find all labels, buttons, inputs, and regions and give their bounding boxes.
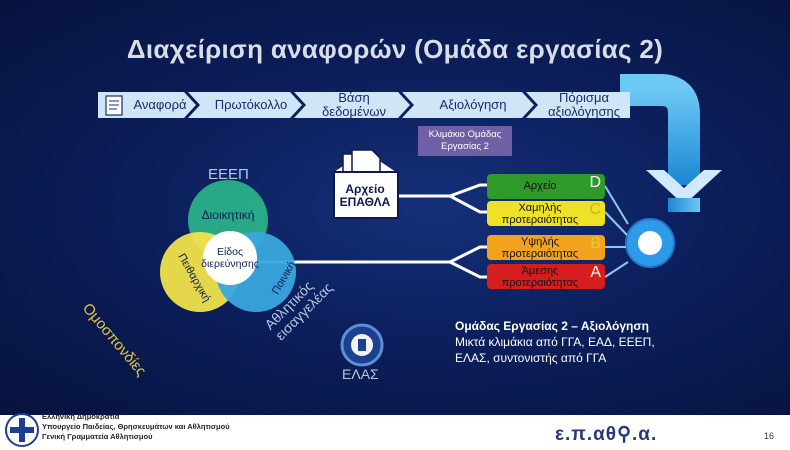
footer-line3: Γενική Γραμματεία Αθλητισμού xyxy=(42,432,153,441)
step-database-line2: δεδομένων xyxy=(322,104,386,119)
pipe-neck xyxy=(668,198,700,212)
priority-a-label: Άμεσης προτεραιότητας xyxy=(501,265,579,289)
venn-diagram xyxy=(160,180,296,312)
process-diagram xyxy=(98,74,722,367)
step-report: Αναφορά xyxy=(130,98,190,112)
police-badge-icon xyxy=(340,323,384,367)
venn-label-administrative: Διοικητική xyxy=(201,208,255,222)
scale-box: Κλιμάκιο Ομάδας Εργασίας 2 xyxy=(418,126,512,156)
step-database: Βάση δεδομένων xyxy=(308,91,400,119)
label-eeep: ΕΕΕΠ xyxy=(208,166,249,183)
priority-b: Υψηλής προτεραιότητας B xyxy=(487,235,605,260)
note-line1: Μικτά κλιμάκια από ΓΓΑ, ΕΑΔ, ΕΕΕΠ, xyxy=(455,335,655,349)
priority-c-letter: C xyxy=(589,201,601,218)
footer-line1: Ελληνική Δημοκρατία xyxy=(42,412,120,421)
chevron-strip xyxy=(98,92,630,118)
note-line2: ΕΛΑΣ, συντονιστής από ΓΓΑ xyxy=(455,351,607,365)
archive-label-line1: Αρχείο xyxy=(345,182,385,196)
priority-c: Χαμηλής προτεραιότητας C xyxy=(487,201,605,226)
step-report-label: Αναφορά xyxy=(133,97,187,112)
priority-d-letter: D xyxy=(589,174,601,191)
document-icon xyxy=(105,95,123,116)
footer-ministry: Ελληνική Δημοκρατία Υπουργείο Παιδείας, … xyxy=(42,412,230,442)
priority-a-letter: A xyxy=(590,264,601,281)
collector-center xyxy=(638,231,662,255)
label-elas: ΕΛΑΣ xyxy=(342,366,379,382)
priority-arrows xyxy=(604,185,629,278)
chevron-step xyxy=(294,92,410,118)
step-finding-line2: αξιολόγησης xyxy=(548,104,620,119)
chevron-step xyxy=(526,92,630,118)
chevron-step xyxy=(402,92,534,118)
archive-label-line2: ΕΠΑΘΛΑ xyxy=(339,195,391,209)
priority-d: Αρχείο D xyxy=(487,174,605,199)
archive-box-icon xyxy=(333,149,399,219)
step-protocol-label: Πρωτόκολλο xyxy=(214,97,288,112)
greek-emblem-icon xyxy=(5,413,39,447)
step-evaluation: Αξιολόγηση xyxy=(418,98,528,112)
footer-line2: Υπουργείο Παιδείας, Θρησκευμάτων και Αθλ… xyxy=(42,422,230,431)
priority-a: Άμεσης προτεραιότητας A xyxy=(487,264,605,289)
venn-center-label: Είδος διερεύνησης xyxy=(201,246,259,270)
step-finding: Πόρισμα αξιολόγησης xyxy=(536,91,632,119)
pipe-arrow-icon xyxy=(646,170,722,205)
pipe-bend xyxy=(620,74,700,185)
priority-b-label: Υψηλής προτεραιότητας xyxy=(501,236,579,260)
venn-center xyxy=(203,231,257,285)
page-number: 16 xyxy=(764,431,775,441)
step-finding-line1: Πόρισμα xyxy=(559,90,609,105)
priority-d-label: Αρχείο xyxy=(523,180,557,192)
priority-c-label: Χαμηλής προτεραιότητας xyxy=(501,202,579,226)
step-evaluation-label: Αξιολόγηση xyxy=(439,97,507,112)
priority-b-letter: B xyxy=(590,235,601,252)
chevron-step xyxy=(188,92,302,118)
working-group-note: Ομάδας Εργασίας 2 – Αξιολόγηση Μικτά κλι… xyxy=(455,318,655,366)
slide-title: Διαχείριση αναφορών (Ομάδα εργασίας 2) xyxy=(126,34,664,64)
venn-connector xyxy=(255,245,487,279)
step-protocol: Πρωτόκολλο xyxy=(206,98,296,112)
step-database-line1: Βάση xyxy=(338,90,370,105)
archive-connector xyxy=(398,183,487,214)
archive-label: Αρχείο ΕΠΑΘΛΑ xyxy=(334,183,396,209)
epathla-logo: ε.π.αθ⚲.α. xyxy=(555,424,658,445)
note-heading: Ομάδας Εργασίας 2 – Αξιολόγηση xyxy=(455,319,649,333)
